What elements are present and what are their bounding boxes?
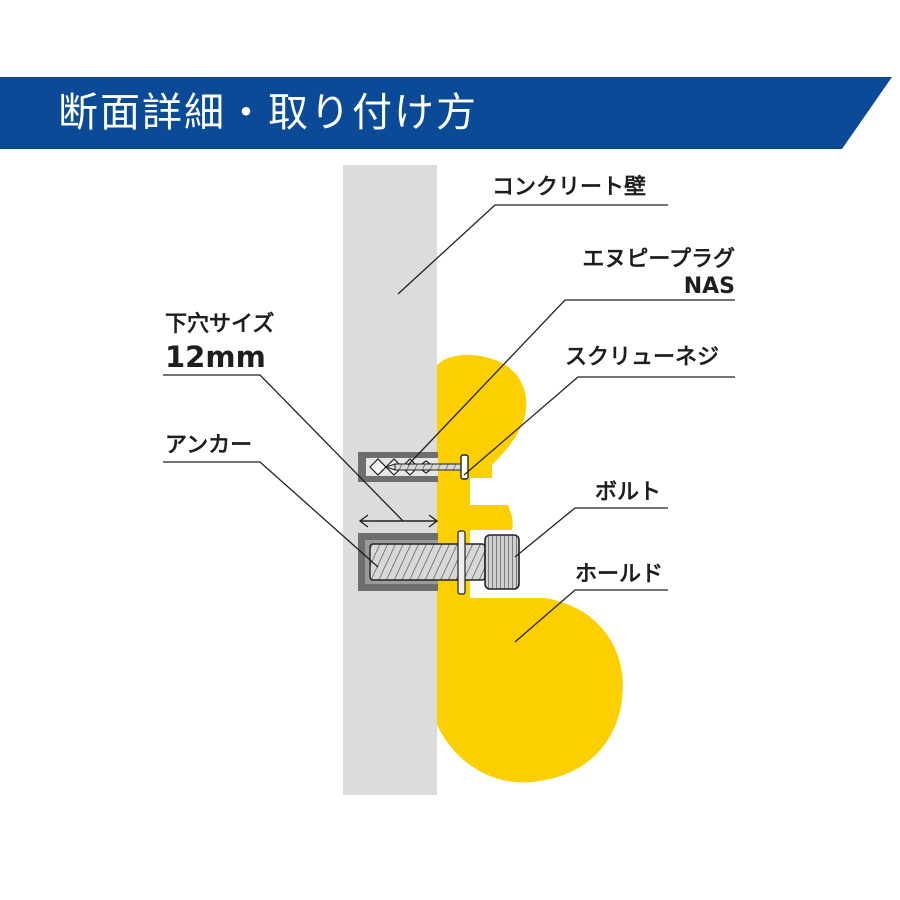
leader-hold — [514, 589, 668, 643]
leader-concrete-wall — [397, 204, 668, 295]
label-concrete-wall: コンクリート壁 — [492, 175, 647, 200]
label-bolt: ボルト — [595, 480, 662, 505]
bolt-head — [484, 534, 520, 590]
leader-nplug — [407, 299, 735, 466]
label-hole-size: 下穴サイズ — [165, 312, 275, 337]
title-banner — [0, 77, 892, 149]
label-hold: ホールド — [575, 562, 664, 587]
leader-hole-size — [163, 374, 404, 522]
label-nplug-code: NAS — [683, 274, 735, 299]
leader-screw — [463, 376, 735, 476]
label-screw: スクリューネジ — [565, 345, 720, 370]
hold-shape — [437, 354, 623, 783]
page-title: 断面詳細・取り付け方 — [58, 90, 478, 136]
hole-size-dimension — [358, 514, 439, 528]
screw-shaft — [394, 463, 462, 471]
label-anchor: アンカー — [165, 433, 253, 458]
label-hole-size-value: 12mm — [165, 340, 266, 374]
screw-tip — [384, 463, 396, 471]
label-nplug: エヌピープラグ — [582, 247, 735, 272]
bolt-thread — [369, 543, 486, 581]
leader-anchor — [163, 461, 379, 568]
leader-bolt — [514, 507, 668, 558]
washer — [457, 530, 466, 595]
